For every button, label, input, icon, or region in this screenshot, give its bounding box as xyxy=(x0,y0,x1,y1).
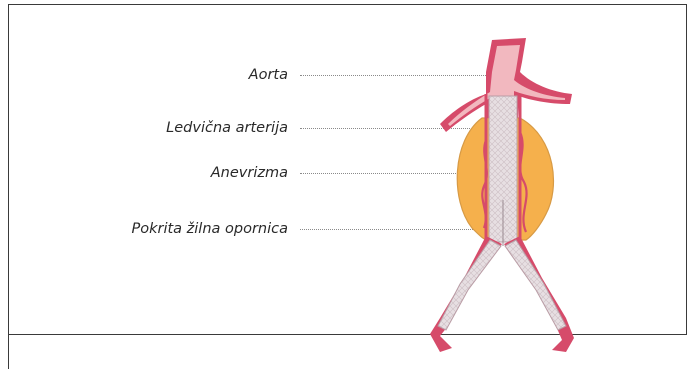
stent-graft-leg-left xyxy=(438,240,501,330)
stent-graft-leg-right xyxy=(505,240,566,330)
